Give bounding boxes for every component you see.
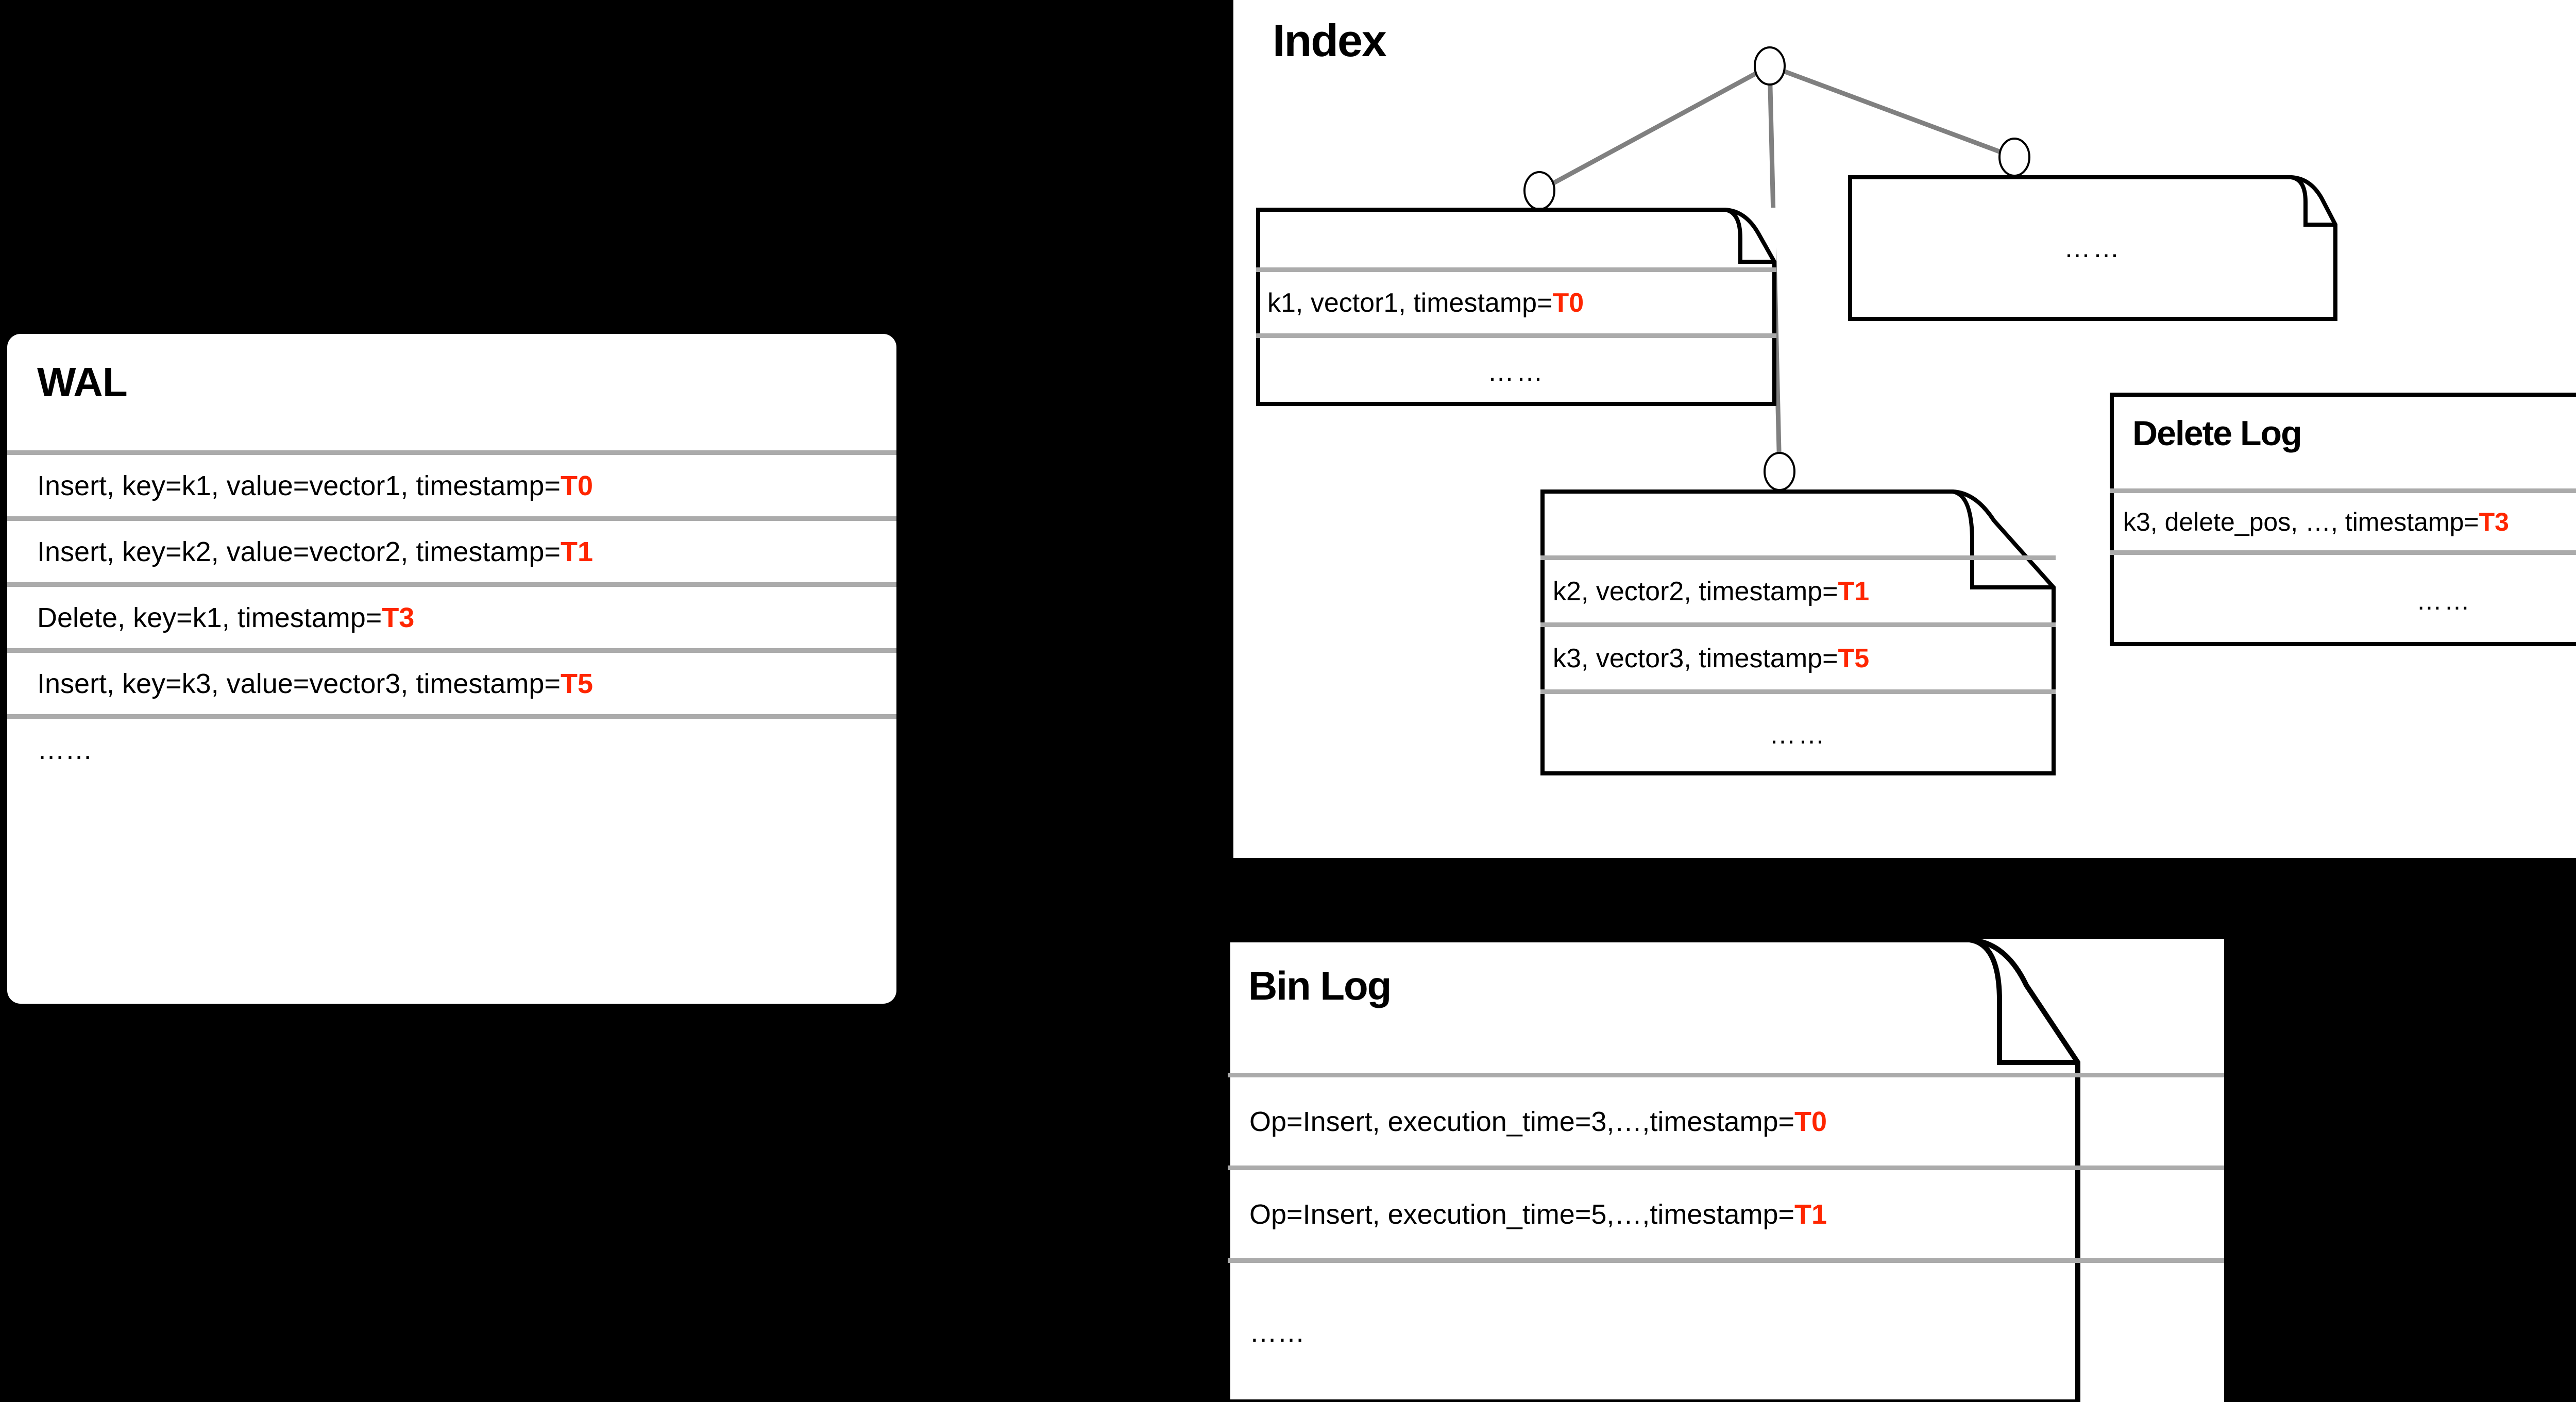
row-timestamp: T0 — [1552, 288, 1584, 318]
row-timestamp: T5 — [560, 668, 594, 699]
row-timestamp: T1 — [1794, 1198, 1827, 1230]
wal-row: Insert, key=k3, value=vector3, timestamp… — [7, 648, 896, 714]
bin-log-title: Bin Log — [1248, 963, 1392, 1008]
row-timestamp: T1 — [1838, 576, 1870, 606]
index-title: Index — [1273, 15, 1387, 66]
bin-log-row: Op=Insert, execution_time=5,…,timestamp=… — [1228, 1165, 2224, 1258]
delete-log-card: Delete Log k3, delete_pos, …, timestamp=… — [2110, 393, 2576, 646]
delete-log-title: Delete Log — [2132, 414, 2302, 453]
row-text: …… — [1249, 1317, 1305, 1348]
row-timestamp: T1 — [560, 536, 594, 567]
wal-row: Insert, key=k1, value=vector1, timestamp… — [7, 450, 896, 516]
row-text: Insert, key=k2, value=vector2, timestamp… — [37, 536, 561, 567]
row-timestamp: T0 — [560, 470, 594, 501]
row-timestamp: T3 — [382, 602, 415, 633]
row-text: Delete, key=k1, timestamp= — [37, 602, 382, 633]
index-row-k3: k3, vector3, timestamp=T5 — [1540, 622, 2056, 689]
card-outline — [1228, 939, 2080, 1402]
delete-log-ellipsis: …… — [2110, 550, 2576, 646]
row-text: Op=Insert, execution_time=3,…,timestamp= — [1249, 1106, 1795, 1137]
index-leaf-k2k3-ellipsis: …… — [1540, 689, 2056, 775]
card-outline — [1848, 175, 2337, 321]
row-timestamp: T5 — [1838, 643, 1870, 673]
row-text: k1, vector1, timestamp= — [1267, 288, 1553, 318]
row-timestamp: T3 — [2479, 507, 2509, 536]
wal-panel: WAL Insert, key=k1, value=vector1, times… — [7, 334, 896, 1004]
index-row-k2: k2, vector2, timestamp=T1 — [1540, 555, 2056, 622]
card-outline — [1256, 208, 1776, 406]
wal-row: Insert, key=k2, value=vector2, timestamp… — [7, 516, 896, 582]
index-leaf-card-right: …… — [1848, 175, 2337, 321]
bin-log-card: Bin Log Op=Insert, execution_time=3,…,ti… — [1228, 939, 2224, 1402]
index-row-k1: k1, vector1, timestamp=T0 — [1256, 267, 1776, 333]
bin-log-row: Op=Insert, execution_time=3,…,timestamp=… — [1228, 1073, 2224, 1165]
index-leaf-card-k1: k1, vector1, timestamp=T0 …… — [1256, 208, 1776, 406]
row-text: k3, vector3, timestamp= — [1553, 643, 1838, 673]
card-outline — [1540, 489, 2056, 775]
row-text: Op=Insert, execution_time=5,…,timestamp= — [1249, 1198, 1795, 1230]
row-text: …… — [37, 734, 93, 765]
row-timestamp: T0 — [1794, 1106, 1827, 1137]
index-leaf-k1-ellipsis: …… — [1256, 333, 1776, 406]
row-text: Insert, key=k1, value=vector1, timestamp… — [37, 470, 561, 501]
delete-log-row: k3, delete_pos, …, timestamp=T3 — [2110, 488, 2576, 550]
row-text: Insert, key=k3, value=vector3, timestamp… — [37, 668, 561, 699]
index-leaf-right-ellipsis: …… — [2064, 233, 2122, 263]
wal-title: WAL — [37, 359, 128, 405]
row-text: k2, vector2, timestamp= — [1553, 576, 1838, 606]
bin-log-row-ellipsis: …… — [1228, 1258, 2224, 1402]
index-leaf-card-k2k3: k2, vector2, timestamp=T1 k3, vector3, t… — [1540, 489, 2056, 775]
wal-row-ellipsis: …… — [7, 714, 896, 780]
card-outline — [2110, 393, 2576, 646]
wal-row: Delete, key=k1, timestamp=T3 — [7, 582, 896, 648]
row-text: k3, delete_pos, …, timestamp= — [2123, 507, 2479, 536]
